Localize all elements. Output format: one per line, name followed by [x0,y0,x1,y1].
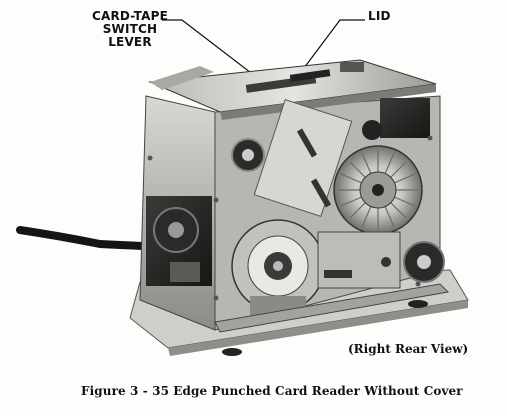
figure-caption: Figure 3 - 35 Edge Punched Card Reader W… [81,384,463,398]
fan-drum [333,145,423,235]
lower-reel [231,219,325,318]
callout-leader-lines [162,19,365,87]
power-cable [16,226,146,250]
view-caption: (Right Rear View) [348,342,469,356]
lid-callout: LID [368,9,391,23]
callout-line-3: LEVER [108,35,152,49]
callout-line-2: SWITCH [102,22,158,36]
card-tape-switch-lever-callout: CARD-TAPE SWITCH LEVER [82,10,178,49]
callout-line-1: CARD-TAPE [91,9,169,23]
